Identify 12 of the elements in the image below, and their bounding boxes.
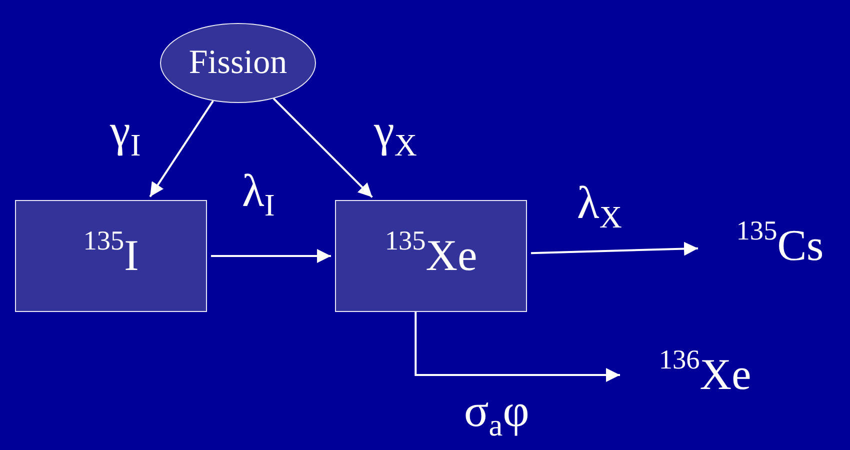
arrow	[530, 242, 698, 256]
arrow	[414, 312, 620, 382]
nuclide-name: $^{136}$Xe	[658, 350, 752, 400]
nuclide-box	[15, 200, 207, 312]
arrow	[272, 98, 373, 198]
nuclide-box	[335, 200, 527, 312]
arrow	[149, 100, 214, 198]
process-label: Fission	[188, 44, 288, 82]
nuclide-name: $^{135}$I	[83, 232, 139, 280]
nuclide-name: $^{135}$Cs	[736, 222, 824, 270]
arrow	[211, 249, 331, 263]
nuclide-name: $^{135}$Xe	[384, 232, 478, 280]
